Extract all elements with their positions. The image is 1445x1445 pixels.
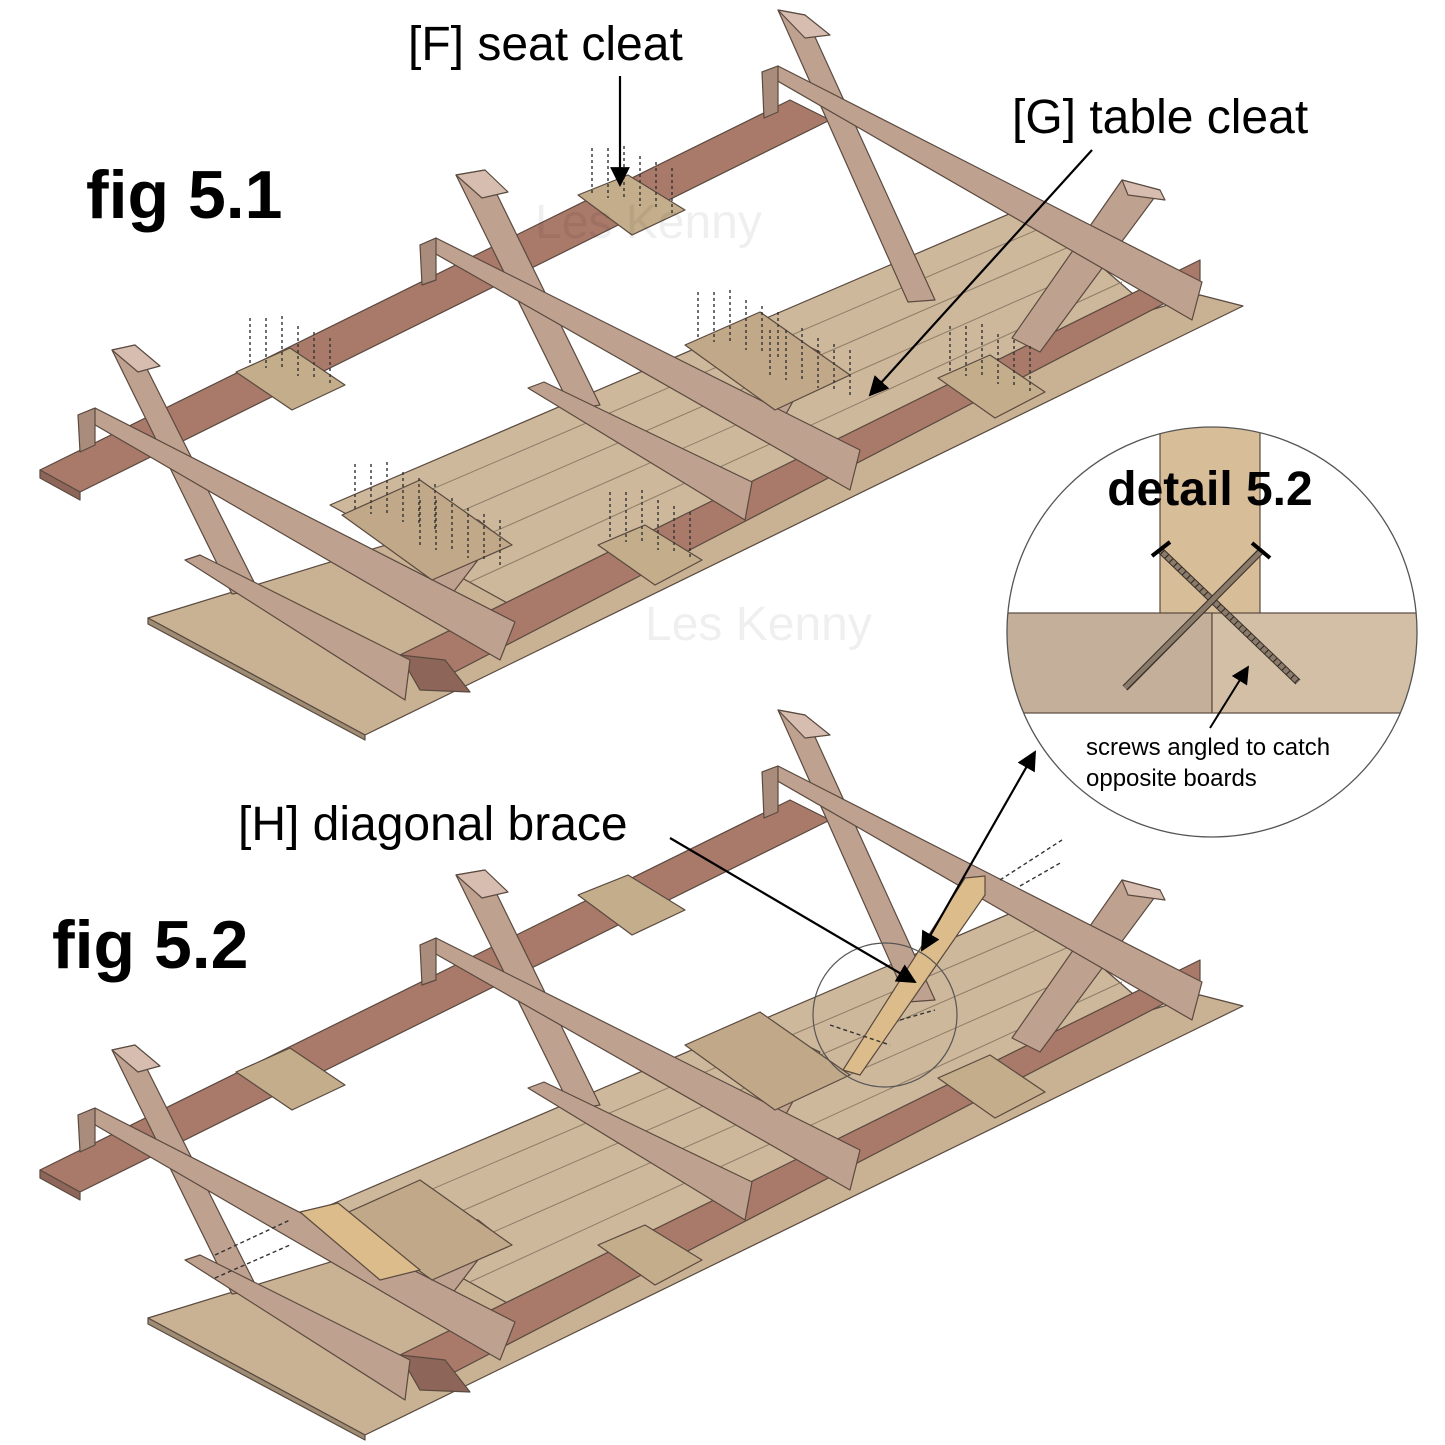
detail-note-arrow (1209, 665, 1249, 729)
watermark-2: Les Kenny (645, 598, 872, 651)
fig-5-1-title: fig 5.1 (86, 157, 283, 233)
fig-5-2-title: fig 5.2 (52, 907, 249, 983)
diagonal-brace-left (299, 1202, 421, 1281)
seat-cleat-label: [F] seat cleat (408, 18, 683, 71)
detail-title: detail 5.2 (1107, 463, 1312, 516)
fig-5-2-assembly (39, 709, 1244, 1441)
detail-circle-border (1006, 426, 1418, 838)
detail-5-2-inset: detail 5.2 screws angled to catch opposi… (1006, 426, 1418, 838)
detail-note-line-1: screws angled to catch (1086, 734, 1330, 761)
diagonal-brace-label: [H] diagonal brace (238, 798, 628, 851)
detail-note-line-2: opposite boards (1086, 765, 1257, 792)
detail-left-board (1007, 612, 1213, 714)
detail-link-arrow (921, 750, 1036, 952)
table-cleat-label: [G] table cleat (1012, 91, 1308, 144)
detail-reference-circle (812, 942, 958, 1088)
table-cleat-arrow (868, 149, 1093, 397)
detail-vertical-board (1159, 427, 1261, 616)
diagonal-brace-arrow (669, 837, 917, 984)
watermark-1: Les Kenny (535, 196, 762, 249)
